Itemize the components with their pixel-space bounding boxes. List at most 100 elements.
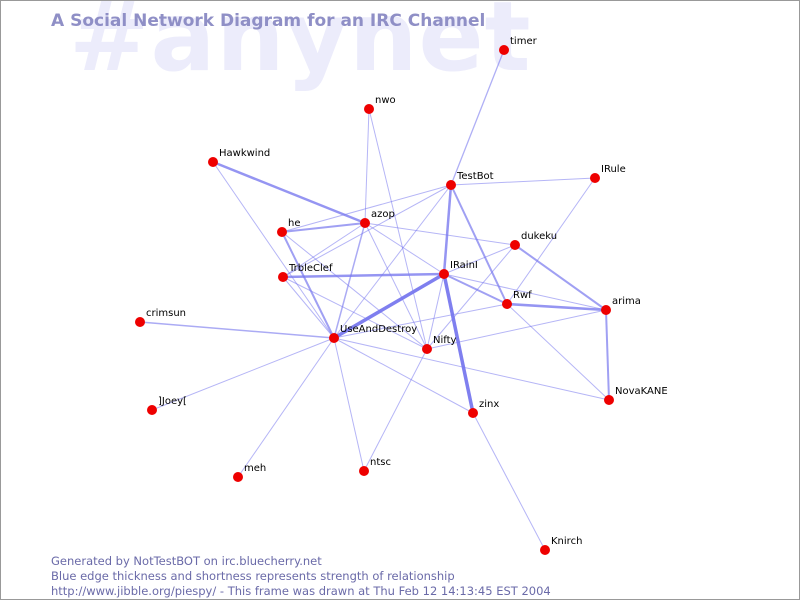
- node-label: IRainI: [450, 260, 478, 271]
- node-dukeku[interactable]: dukeku: [510, 231, 557, 250]
- node-Rwf[interactable]: Rwf: [502, 290, 532, 309]
- edge-IRainI-Nifty: [426, 273, 445, 350]
- diagram-title: A Social Network Diagram for an IRC Chan…: [51, 11, 486, 31]
- node-zinx[interactable]: zinx: [468, 399, 499, 418]
- edge-nwo-Nifty: [368, 108, 428, 350]
- node-crimsun[interactable]: crimsun: [135, 308, 186, 327]
- node-dot[interactable]: [233, 472, 243, 482]
- node-dot[interactable]: [329, 333, 339, 343]
- node-ntsc[interactable]: ntsc: [359, 457, 391, 476]
- node-Nifty[interactable]: Nifty: [422, 335, 457, 354]
- node-TrbleClef[interactable]: TrbleClef: [278, 263, 333, 282]
- node-label: Knirch: [551, 536, 582, 547]
- node-timer[interactable]: timer: [499, 36, 538, 55]
- node-Knirch[interactable]: Knirch: [540, 536, 582, 555]
- node-dot[interactable]: [278, 272, 288, 282]
- node-dot[interactable]: [359, 466, 369, 476]
- node-label: TestBot: [456, 171, 494, 182]
- node-label: azop: [371, 209, 395, 220]
- node-IRainI[interactable]: IRainI: [439, 260, 478, 279]
- node-label: nwo: [375, 95, 396, 106]
- edge-Rwf-UseAndDestroy: [333, 303, 508, 339]
- node-meh[interactable]: meh: [233, 463, 266, 482]
- edge-UseAndDestroy-meh: [237, 337, 335, 478]
- edge-arima-NovaKANE: [605, 309, 610, 401]
- edge-crimsun-UseAndDestroy: [139, 321, 335, 339]
- edge-arima-Nifty: [426, 309, 607, 350]
- edge-he-azop: [281, 222, 366, 233]
- node-TestBot[interactable]: TestBot: [446, 171, 494, 190]
- node-azop[interactable]: azop: [360, 209, 395, 228]
- node-label: IRule: [601, 164, 626, 175]
- node-Hawkwind[interactable]: Hawkwind: [208, 148, 270, 167]
- node-dot[interactable]: [601, 305, 611, 315]
- edge-UseAndDestroy-ntsc: [333, 337, 365, 472]
- node-label: ]Joey[: [158, 396, 187, 407]
- node-JJoeyI[interactable]: ]Joey[: [147, 396, 187, 415]
- node-dot[interactable]: [540, 545, 550, 555]
- node-dot[interactable]: [364, 104, 374, 114]
- node-nwo[interactable]: nwo: [364, 95, 396, 114]
- node-dot[interactable]: [499, 45, 509, 55]
- edge-TrbleClef-Nifty: [282, 276, 428, 350]
- edge-azop-Nifty: [364, 222, 428, 350]
- node-label: ntsc: [370, 457, 391, 468]
- edge-azop-dukeku: [364, 222, 516, 246]
- footer-edge-legend: Blue edge thickness and shortness repres…: [51, 569, 455, 583]
- node-NovaKANE[interactable]: NovaKANE: [604, 386, 668, 405]
- node-label: UseAndDestroy: [340, 324, 417, 335]
- node-label: NovaKANE: [615, 386, 668, 397]
- edge-azop-UseAndDestroy: [333, 222, 366, 339]
- node-label: Rwf: [513, 290, 532, 301]
- node-dot[interactable]: [502, 299, 512, 309]
- edge-IRainI-UseAndDestroy: [333, 272, 445, 340]
- node-label: Nifty: [433, 335, 457, 346]
- edge-Hawkwind-UseAndDestroy: [212, 161, 335, 339]
- edge-Rwf-NovaKANE: [506, 303, 610, 401]
- node-label: TrbleClef: [288, 263, 333, 274]
- node-label: he: [288, 218, 301, 229]
- edge-IRainI-zinx: [442, 273, 475, 414]
- channel-watermark: #anynet: [69, 0, 532, 93]
- node-dot[interactable]: [510, 240, 520, 250]
- node-label: dukeku: [521, 231, 557, 242]
- edge-azop-IRainI: [364, 222, 445, 275]
- node-dot[interactable]: [468, 408, 478, 418]
- node-label: Hawkwind: [219, 148, 270, 159]
- edge-IRule-Rwf: [506, 177, 596, 305]
- footer-frame-info: http://www.jibble.org/piespy/ - This fra…: [51, 584, 551, 598]
- edge-azop-TrbleClef: [282, 222, 366, 278]
- edge-UseAndDestroy-JJoeyI: [151, 337, 335, 411]
- node-dot[interactable]: [604, 395, 614, 405]
- node-label: crimsun: [146, 308, 186, 319]
- node-dot[interactable]: [147, 405, 157, 415]
- node-label: arima: [612, 296, 641, 307]
- edge-TrbleClef-IRainI: [282, 272, 445, 279]
- edge-IRainI-Rwf: [443, 273, 508, 305]
- edge-nwo-azop: [364, 108, 370, 224]
- edge-TestBot-IRule: [450, 177, 596, 186]
- footer: Generated by NotTestBOT on irc.bluecherr…: [51, 554, 551, 599]
- node-arima[interactable]: arima: [601, 296, 641, 315]
- node-IRule[interactable]: IRule: [590, 164, 626, 183]
- edge-IRainI-arima: [443, 273, 607, 311]
- edge-zinx-Knirch: [472, 412, 546, 551]
- edge-he-UseAndDestroy: [281, 231, 335, 339]
- node-UseAndDestroy[interactable]: UseAndDestroy: [329, 324, 417, 343]
- node-he[interactable]: he: [277, 218, 301, 237]
- node-dot[interactable]: [360, 218, 370, 228]
- edge-TrbleClef-UseAndDestroy: [282, 276, 335, 339]
- node-dot[interactable]: [422, 344, 432, 354]
- node-dot[interactable]: [439, 269, 449, 279]
- node-dot[interactable]: [446, 180, 456, 190]
- node-dot[interactable]: [135, 317, 145, 327]
- edge-Rwf-arima: [506, 302, 607, 312]
- node-dot[interactable]: [208, 157, 218, 167]
- node-label: timer: [510, 36, 538, 47]
- node-dot[interactable]: [277, 227, 287, 237]
- node-dot[interactable]: [590, 173, 600, 183]
- node-label: meh: [244, 463, 266, 474]
- edge-TestBot-Rwf: [450, 184, 508, 305]
